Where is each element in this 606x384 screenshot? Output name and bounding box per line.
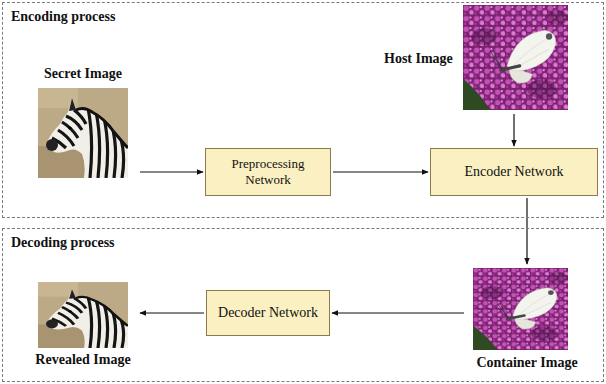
flow-arrow [333, 171, 428, 172]
image-caption: Secret Image [28, 66, 138, 83]
flow-arrow [140, 171, 203, 172]
image-panel: Host Image [380, 4, 572, 112]
image-panel: Container Image [466, 266, 588, 376]
flow-arrow [513, 114, 514, 146]
region-heading: Encoding process [11, 9, 115, 26]
network-box: Encoder Network [430, 148, 598, 196]
flow-arrow [140, 312, 204, 313]
image-caption: Container Image [466, 355, 588, 372]
zebra-picture [38, 88, 128, 178]
box-label: Decoder Network [218, 305, 318, 322]
process-region: Container Image Decoder NetworkRevealed I… [2, 228, 604, 382]
image-panel: Secret Image [28, 66, 138, 180]
image-caption: Revealed Image [28, 352, 138, 369]
region-heading: Decoding process [11, 235, 115, 252]
flow-arrow [332, 312, 464, 313]
image-panel: Revealed Image [28, 280, 138, 378]
zebra-picture [38, 282, 128, 348]
box-label: Preprocessing Network [212, 156, 324, 187]
process-region: Secret ImagePreprocessing Network Host Im… [2, 2, 604, 218]
flow-arrow [526, 198, 527, 264]
image-caption: Host Image [384, 51, 453, 68]
network-box: Preprocessing Network [205, 148, 331, 196]
butterfly-picture [463, 5, 568, 110]
network-box: Decoder Network [206, 290, 330, 336]
butterfly-picture [473, 268, 568, 350]
box-label: Encoder Network [464, 164, 563, 181]
